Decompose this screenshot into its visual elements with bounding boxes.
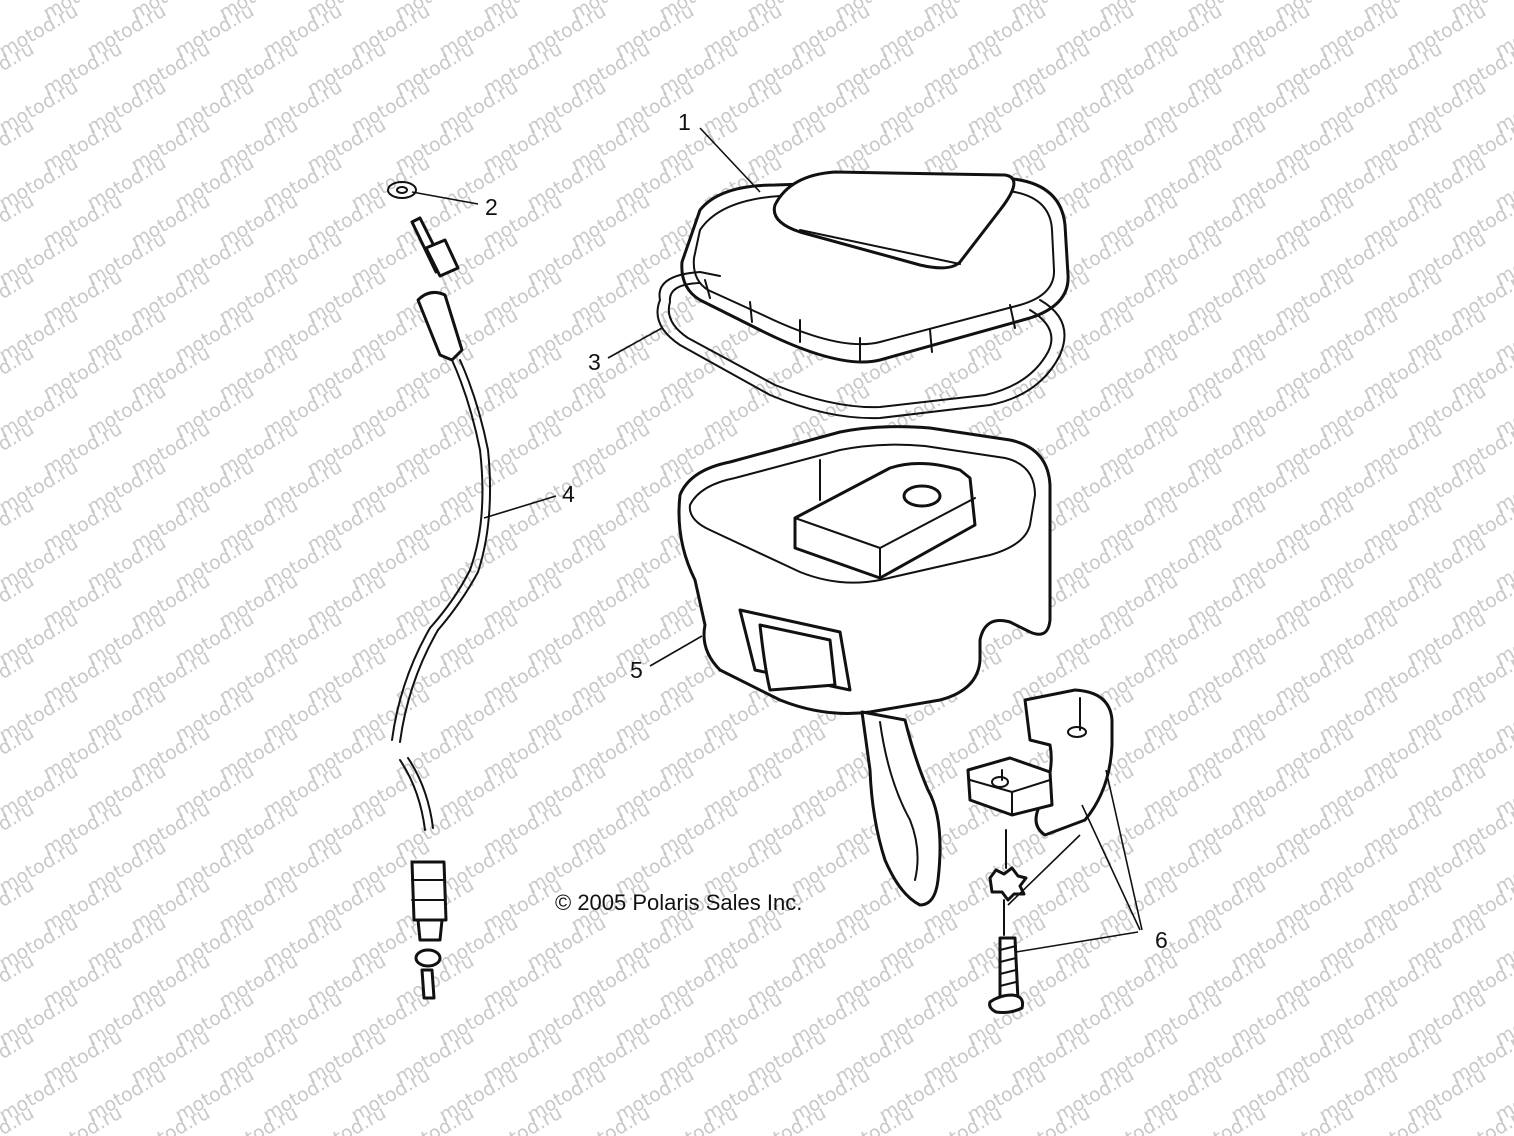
housing-part — [677, 425, 1052, 907]
copyright-notice: © 2005 Polaris Sales Inc. — [555, 890, 803, 915]
callout-5: 5 — [630, 657, 643, 683]
gasket-part — [656, 271, 1066, 420]
clamp-part — [966, 688, 1114, 1014]
watermark-text: motod.ru — [0, 0, 38, 24]
callout-2: 2 — [485, 194, 498, 220]
callout-3: 3 — [588, 349, 601, 375]
callout-4: 4 — [562, 481, 575, 507]
callouts: 1 2 3 4 5 6 — [485, 109, 1168, 953]
callout-6: 6 — [1155, 927, 1168, 953]
cable-part — [387, 181, 492, 1000]
leader-lines — [411, 127, 1143, 953]
cover-part — [680, 170, 1070, 364]
callout-1: 1 — [678, 109, 691, 135]
